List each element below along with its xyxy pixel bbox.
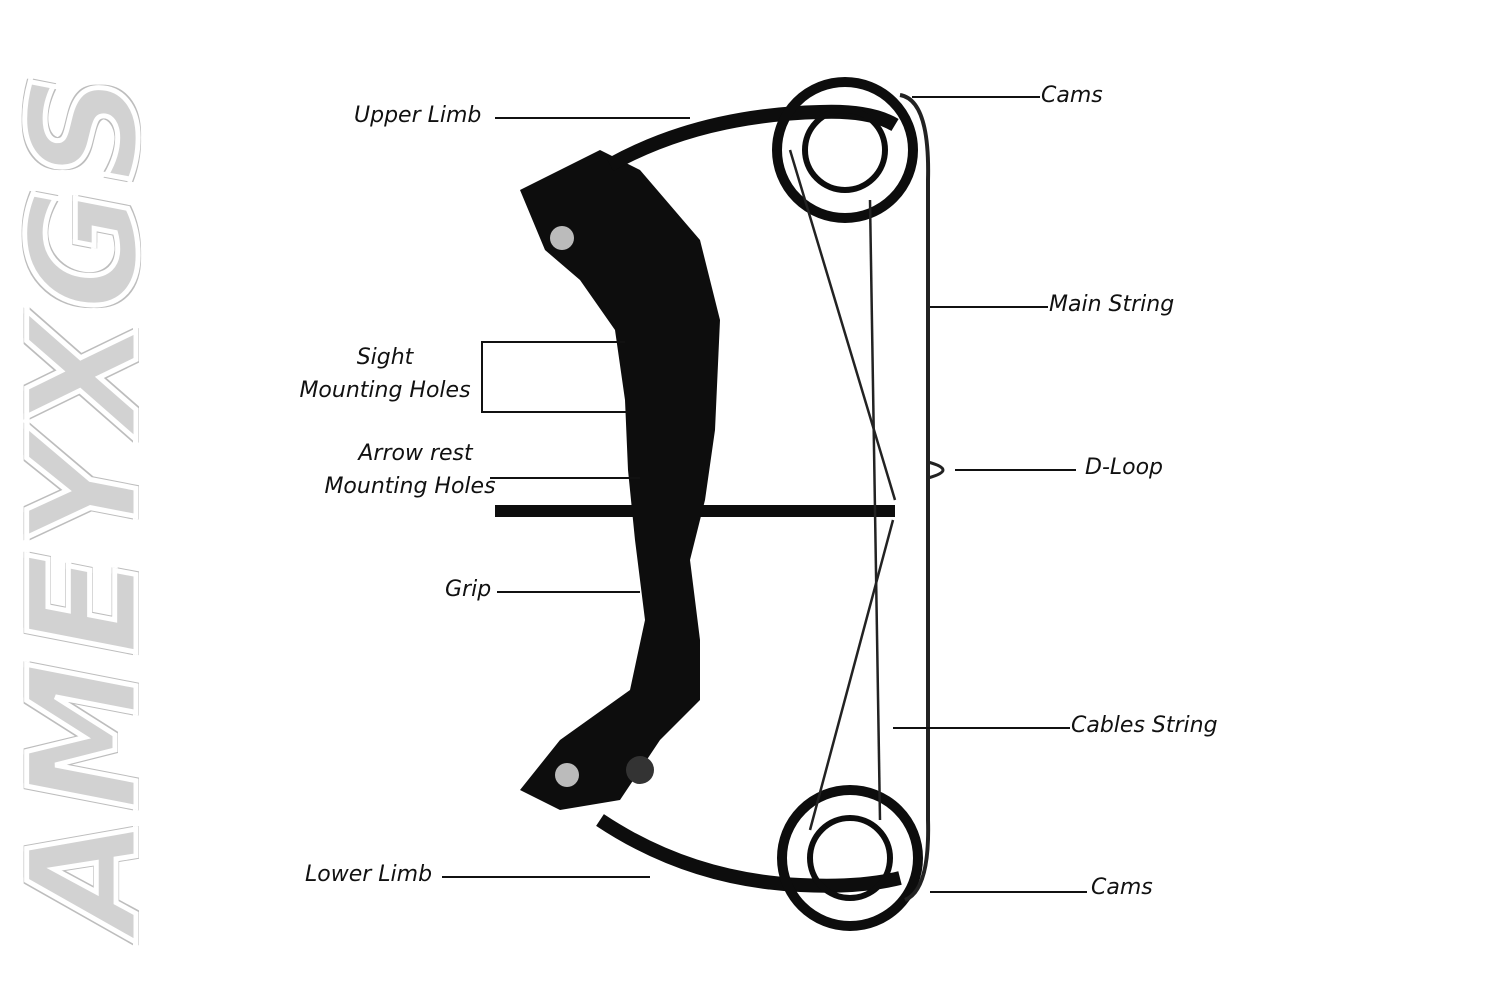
main-string xyxy=(899,93,931,902)
label-sight-line2: Mounting Holes xyxy=(299,378,471,403)
lower-limb xyxy=(596,814,902,893)
bow-riser xyxy=(495,150,895,810)
label-arrow-line1: Arrow rest xyxy=(358,441,473,466)
cable-3 xyxy=(808,519,895,831)
cable-1 xyxy=(788,149,897,501)
label-cams-bottom: Cams xyxy=(1091,875,1153,900)
strings xyxy=(788,93,945,902)
d-loop-shape xyxy=(927,460,945,480)
cam-bottom xyxy=(777,785,923,931)
cam-top xyxy=(772,77,918,223)
label-main-string: Main String xyxy=(1049,292,1175,317)
arrow-rest-bar xyxy=(495,505,895,517)
label-cables-string: Cables String xyxy=(1071,713,1218,738)
label-grip: Grip xyxy=(445,577,492,602)
label-arrow-line2: Mounting Holes xyxy=(324,474,496,499)
upper-limb xyxy=(606,104,899,172)
label-lower-limb: Lower Limb xyxy=(305,862,433,887)
label-sight-line1: Sight xyxy=(356,345,414,370)
label-d-loop: D-Loop xyxy=(1085,455,1164,480)
label-cams-top: Cams xyxy=(1041,83,1103,108)
cable-2 xyxy=(868,199,882,821)
label-upper-limb: Upper Limb xyxy=(354,103,482,128)
leader-lines xyxy=(442,96,1087,893)
